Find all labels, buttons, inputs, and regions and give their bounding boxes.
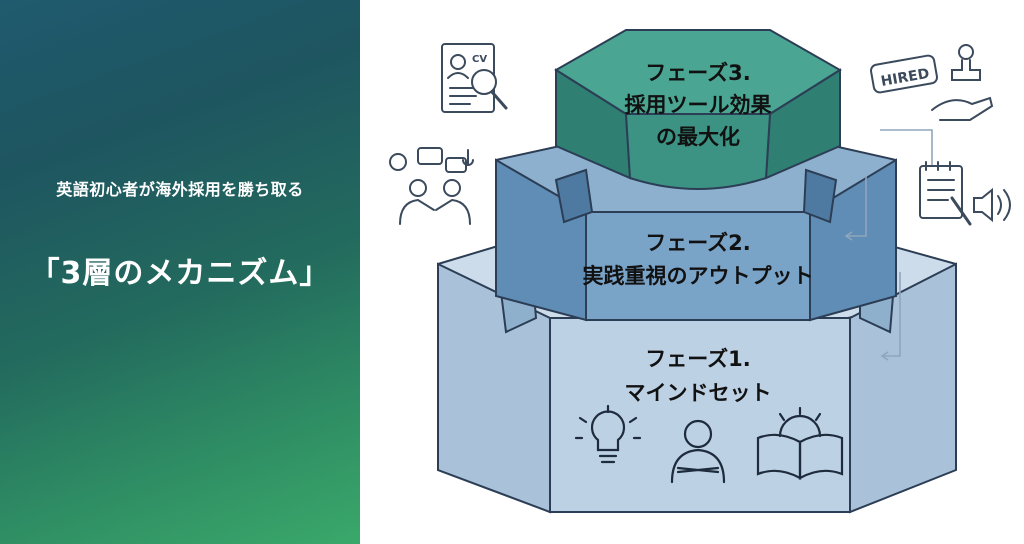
diagram-svg: フェーズ3. 採用ツール効果 の最大化 フェーズ2. 実践重視のアウトプット フ…	[389, 29, 1011, 514]
lightbulb-icon	[574, 404, 642, 464]
tier-2-notch-left	[554, 168, 594, 224]
arrow-head-tier-1	[880, 351, 889, 361]
phase-2-line-2: 実践重視のアウトプット	[583, 264, 814, 288]
interview-meeting-icon	[389, 147, 474, 225]
tier-2-front-face	[585, 211, 811, 321]
connector-lines	[844, 129, 933, 361]
tier-2-notch-right	[802, 168, 838, 224]
notepad-pen-speaker-icon	[919, 161, 1011, 226]
phase-2-line-1: フェーズ2.	[645, 231, 751, 255]
title-panel: 英語初心者が海外採用を勝ち取る 「3層のメカニズム」	[0, 0, 360, 544]
phase-3-line-1: フェーズ3.	[645, 61, 751, 85]
person-arms-crossed-icon	[670, 419, 726, 484]
cv-label: CV	[472, 54, 487, 65]
open-book-icon	[756, 406, 844, 480]
phase-3-label: フェーズ3. 採用ツール効果 の最大化	[625, 61, 772, 149]
arrow-head-tier-2	[844, 231, 853, 241]
cv-document-icon: CV	[441, 43, 508, 113]
phase-1-line-2: マインドセット	[625, 381, 772, 405]
hired-stamp-icon: HIRED	[870, 44, 994, 121]
subtitle: 英語初心者が海外採用を勝ち取る	[56, 180, 304, 199]
phase-1-line-1: フェーズ1.	[645, 347, 751, 371]
connector-line-tier-2	[846, 176, 867, 237]
three-tier-diagram: フェーズ3. 採用ツール効果 の最大化 フェーズ2. 実践重視のアウトプット フ…	[360, 0, 1024, 544]
tier-3-front-face	[624, 113, 772, 190]
tier-3-block	[554, 29, 842, 190]
phase-3-line-2: 採用ツール効果	[625, 93, 772, 117]
main-title: 「3層のメカニズム」	[29, 256, 331, 291]
connector-line-tier-1	[882, 272, 901, 357]
phase-3-line-3: の最大化	[656, 125, 740, 149]
connector-line-hired	[880, 129, 933, 170]
phase-2-label: フェーズ2. 実践重視のアウトプット	[583, 231, 814, 288]
phase-1-label: フェーズ1. マインドセット	[625, 347, 772, 405]
hired-label: HIRED	[880, 66, 931, 90]
